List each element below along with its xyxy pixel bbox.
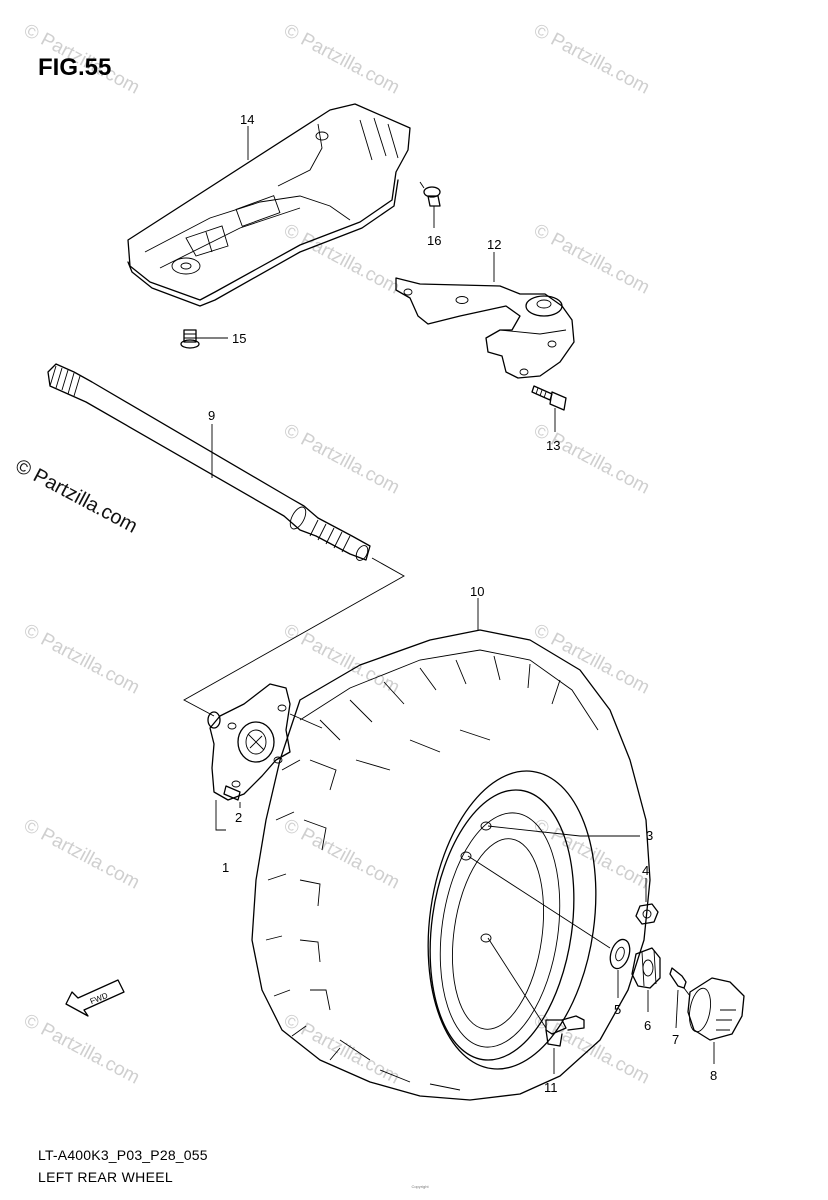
part-6-castle-nut xyxy=(631,947,661,989)
part-12-bracket xyxy=(395,277,575,379)
callout-10: 10 xyxy=(470,584,484,599)
footer-title: LEFT REAR WHEEL xyxy=(38,1169,173,1185)
leader-5a xyxy=(467,855,611,949)
callout-6: 6 xyxy=(644,1018,651,1033)
assembly-line xyxy=(289,713,323,729)
callout-9: 9 xyxy=(208,408,215,423)
callout-4: 4 xyxy=(642,863,649,878)
part-1-hub xyxy=(207,683,291,801)
leader-1 xyxy=(215,800,226,831)
leader-3 xyxy=(487,825,640,837)
part-7-cotter-pin xyxy=(669,967,691,997)
callout-1: 1 xyxy=(222,860,229,875)
callout-12: 12 xyxy=(487,237,501,252)
callout-11: 11 xyxy=(544,1080,558,1095)
callout-8: 8 xyxy=(710,1068,717,1083)
figure-label: FIG.55 xyxy=(38,54,112,81)
leader-11a xyxy=(487,937,547,1029)
part-11-valve xyxy=(545,1015,585,1047)
footer-code: LT-A400K3_P03_P28_055 xyxy=(38,1147,208,1163)
callout-16: 16 xyxy=(427,233,441,248)
part-9-axle-shaft xyxy=(47,363,371,561)
part-10-tire xyxy=(251,629,651,1101)
part-5-washer xyxy=(609,938,631,970)
part-8-cap xyxy=(687,977,745,1041)
callout-13: 13 xyxy=(546,438,560,453)
callout-2: 2 xyxy=(235,810,242,825)
part-16-bolt xyxy=(419,181,441,207)
callout-14: 14 xyxy=(240,112,254,127)
callout-15: 15 xyxy=(232,331,246,346)
part-14-skid-plate xyxy=(127,103,411,307)
part-13-bolt xyxy=(531,385,567,411)
leader-7 xyxy=(675,989,679,1029)
part-15-bolt xyxy=(180,329,200,349)
part-3-rim xyxy=(427,770,597,1070)
part-2-stud xyxy=(223,785,241,801)
callout-5: 5 xyxy=(614,1002,621,1017)
callout-7: 7 xyxy=(672,1032,679,1047)
fwd-arrow-icon: FWD xyxy=(65,979,125,1017)
part-4-nut xyxy=(635,903,659,925)
assembly-line xyxy=(183,557,405,717)
callout-3: 3 xyxy=(646,828,653,843)
copyright-note: Copyright xyxy=(411,1184,429,1189)
